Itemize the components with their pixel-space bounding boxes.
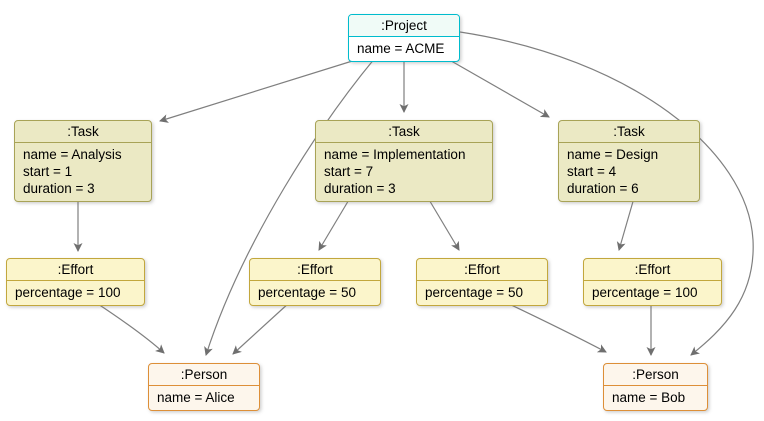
attribute-percentage: percentage = 50 <box>258 285 356 300</box>
attribute-start: start = 4 <box>567 164 617 179</box>
edge-effort-impl2-person-bob <box>504 301 607 353</box>
edge-task-implementation-effort-2 <box>427 197 460 251</box>
attribute-percentage: percentage = 100 <box>592 285 698 300</box>
object-project: :Project name = ACME <box>348 14 460 62</box>
edge-effort-analysis-person-alice <box>94 301 165 354</box>
edge-task-design-effort <box>616 197 635 251</box>
attribute-duration: duration = 3 <box>23 181 95 196</box>
object-person-bob: :Person name = Bob <box>603 363 708 411</box>
object-person-title: :Person <box>149 364 259 386</box>
edge-project-person-bob <box>459 31 754 356</box>
object-task-title: :Task <box>559 121 699 143</box>
object-person-title: :Person <box>604 364 707 386</box>
object-task-title: :Task <box>15 121 151 143</box>
attribute-percentage: percentage = 100 <box>15 285 121 300</box>
attribute-name: name = Implementation <box>324 147 466 162</box>
object-effort-analysis: :Effort percentage = 100 <box>6 258 145 306</box>
object-task-implementation: :Task name = Implementation start = 7 du… <box>315 120 493 202</box>
object-effort-title: :Effort <box>584 259 721 281</box>
edge-project-person-alice <box>204 57 376 356</box>
attribute-percentage: percentage = 50 <box>425 285 523 300</box>
object-effort-implementation-2: :Effort percentage = 50 <box>416 258 548 306</box>
edge-project-task-analysis <box>159 57 363 123</box>
attribute-name: name = Alice <box>157 390 235 405</box>
object-task-analysis: :Task name = Analysis start = 1 duration… <box>14 120 152 202</box>
attribute-start: start = 7 <box>324 164 374 179</box>
attribute-name: name = Bob <box>612 390 686 405</box>
edge-task-implementation-effort-1 <box>318 197 351 251</box>
attribute-name: name = Analysis <box>23 147 122 162</box>
object-task-title: :Task <box>316 121 492 143</box>
object-person-alice: :Person name = Alice <box>148 363 260 411</box>
object-project-title: :Project <box>349 15 459 37</box>
object-effort-design: :Effort percentage = 100 <box>583 258 722 306</box>
attribute-name: name = ACME <box>357 41 445 56</box>
object-effort-title: :Effort <box>417 259 547 281</box>
object-task-design: :Task name = Design start = 4 duration =… <box>558 120 700 202</box>
edge-project-task-design <box>445 57 550 118</box>
attribute-name: name = Design <box>567 147 659 162</box>
object-effort-title: :Effort <box>7 259 144 281</box>
object-effort-implementation-1: :Effort percentage = 50 <box>249 258 381 306</box>
attribute-duration: duration = 3 <box>324 181 396 196</box>
object-effort-title: :Effort <box>250 259 380 281</box>
edge-effort-impl1-person-alice <box>232 301 291 355</box>
attribute-start: start = 1 <box>23 164 73 179</box>
attribute-duration: duration = 6 <box>567 181 639 196</box>
